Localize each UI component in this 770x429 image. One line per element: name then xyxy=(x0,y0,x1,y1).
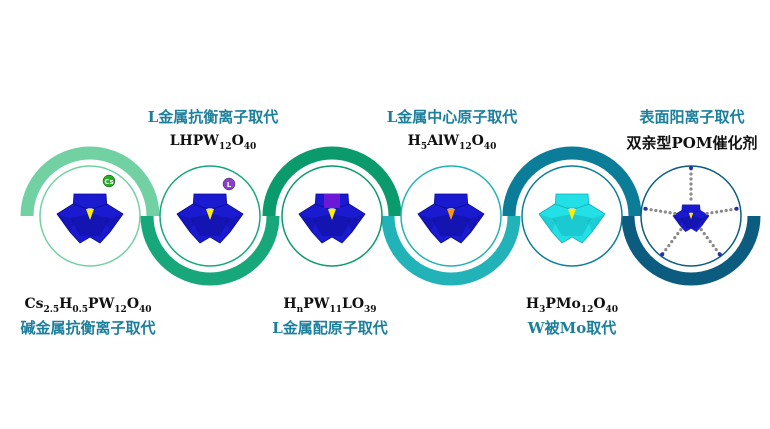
keggin-mo-icon xyxy=(521,165,623,267)
arc-4 xyxy=(381,215,521,286)
stage-4-title: L金属中心原子取代 xyxy=(386,108,518,126)
arc-2 xyxy=(140,215,280,286)
svg-text:Cs: Cs xyxy=(104,178,113,186)
stage-5-formula: H3PMo12O40 xyxy=(525,296,619,315)
arc-3 xyxy=(262,146,402,217)
stage-5-title: W被Mo取代 xyxy=(527,319,617,337)
keggin-al-center-icon xyxy=(400,165,502,267)
keggin-cs-icon: Cs xyxy=(39,165,141,267)
svg-text:L: L xyxy=(227,181,232,189)
stage-1-atom xyxy=(102,174,116,188)
amphiphilic-pom-icon xyxy=(640,165,742,267)
arc-5 xyxy=(502,146,642,217)
stage-1-formula: Cs2.5H0.5PW12O40 xyxy=(24,296,152,315)
stage-1-title: 碱金属抗衡离子取代 xyxy=(20,319,156,337)
stage-3-formula: HnPW11LO39 xyxy=(283,296,377,315)
stage-4-formula: H5AlW12O40 xyxy=(407,133,497,152)
stage-2-atom xyxy=(222,177,236,191)
stage-6-title: 表面阳离子取代 xyxy=(639,108,745,126)
stage-2-formula: LHPW12O40 xyxy=(169,133,257,152)
stage-2-title: L金属抗衡离子取代 xyxy=(147,108,279,126)
arc-1 xyxy=(20,146,160,217)
keggin-l-addenda-icon xyxy=(281,165,383,267)
stage-6-subtitle: 双亲型POM催化剂 xyxy=(626,134,758,152)
keggin-l-counterion-icon: L xyxy=(159,165,261,267)
arc-6 xyxy=(621,215,761,286)
stage-3-title: L金属配原子取代 xyxy=(272,319,388,337)
